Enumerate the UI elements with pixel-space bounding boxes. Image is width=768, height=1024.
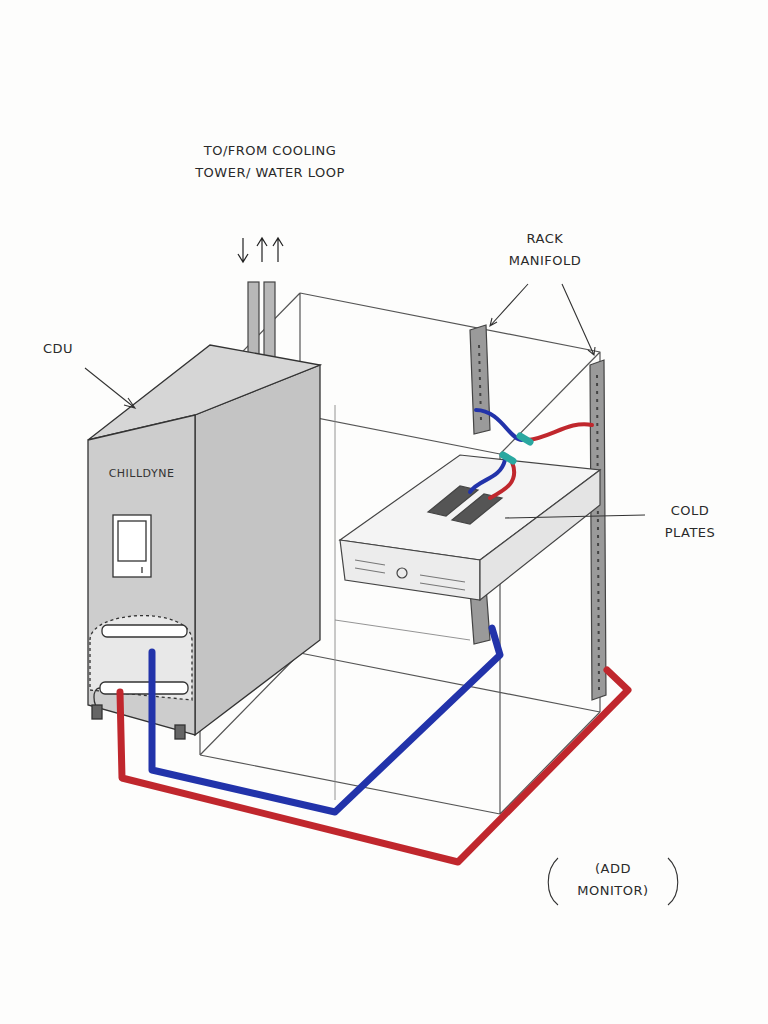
cdu-foot [92, 705, 102, 719]
cold-plate [452, 494, 502, 524]
blue-hose [470, 460, 505, 492]
flow-arrow [273, 238, 283, 262]
blue-return-line [152, 628, 500, 812]
leader-line [85, 368, 135, 408]
blue-hose [476, 410, 522, 440]
callout-label: TO/FROM COOLING TOWER/ WATER LOOP [195, 140, 345, 184]
cdu-side [195, 365, 320, 735]
callout-label: COLD PLATES [645, 500, 735, 544]
cdu-screen [118, 521, 146, 561]
callout-label: RACK MANIFOLD [490, 228, 600, 272]
server-vents [355, 560, 465, 590]
leader-line [505, 515, 645, 518]
cdu-pipe [100, 682, 188, 694]
red-hose [528, 424, 592, 440]
leader-line [562, 284, 595, 355]
cdu-unit: CHILLDYNE [88, 425, 195, 725]
leader-line [490, 284, 528, 326]
cdu-button [141, 567, 142, 573]
cdu-pipe [102, 625, 187, 637]
callout-label: (ADD MONITOR) [560, 858, 666, 902]
cdu-top [88, 345, 320, 440]
flow-arrow [238, 238, 248, 262]
server-side [480, 470, 600, 600]
server-front [340, 540, 480, 600]
quick-disconnect [503, 436, 530, 461]
red-hose [490, 462, 514, 498]
bracket [548, 858, 678, 905]
cdu-foot [175, 725, 185, 739]
flow-arrow [257, 238, 267, 262]
server-button [397, 568, 407, 578]
brand-label: CHILLDYNE [88, 467, 195, 480]
cdu-front [88, 415, 195, 735]
red-supply-line [120, 670, 628, 862]
callout-label: CDU [28, 338, 88, 360]
cdu-pipe-bay [90, 616, 192, 700]
cdu-screen [113, 515, 151, 577]
